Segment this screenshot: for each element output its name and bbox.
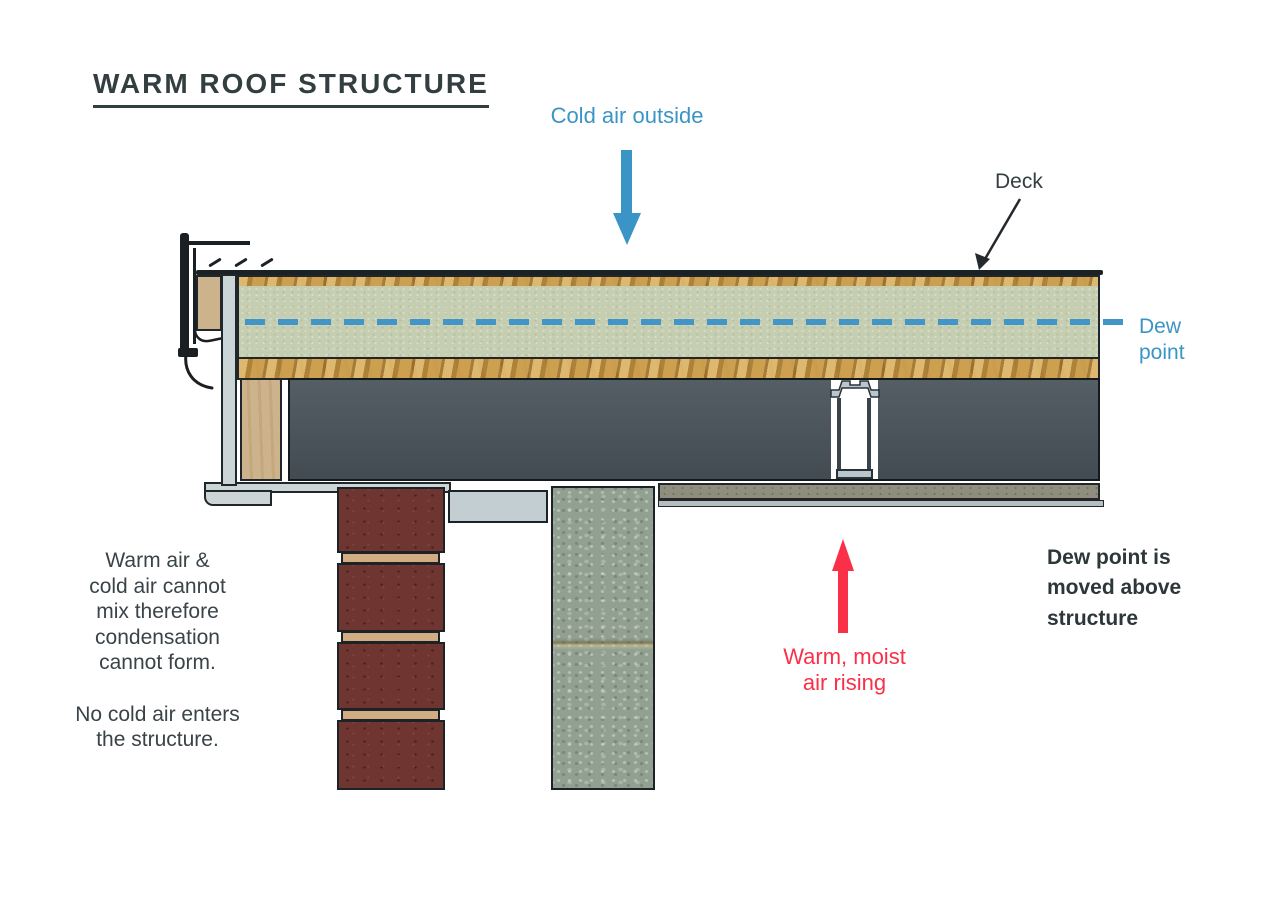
fascia-edge-trim	[221, 274, 237, 486]
soffit-edge-trim	[204, 482, 451, 493]
label-warm-moist: Warm, moist air rising	[783, 644, 906, 696]
membrane-seam-tick	[260, 257, 274, 268]
parapet-timber-block	[196, 275, 222, 331]
brick-course	[337, 563, 445, 632]
fascia-foot-curl	[184, 352, 214, 390]
concrete-column	[551, 486, 655, 790]
fascia-foot	[178, 348, 198, 357]
brick-course	[337, 642, 445, 710]
membrane-seam-tick	[234, 257, 248, 268]
drip-edge-lip	[204, 490, 272, 506]
dew-point-dashed-line	[245, 319, 1123, 325]
timber-joist-end	[240, 378, 282, 481]
label-deck: Deck	[995, 170, 1043, 193]
side-note-text: Warm air & cold air cannot mix therefore…	[75, 549, 240, 752]
roof-membrane	[196, 270, 1103, 275]
channel-rail	[867, 398, 871, 470]
ceiling-skim-strip	[658, 500, 1104, 507]
padstone-block	[448, 490, 548, 523]
joist-zone-layer	[288, 378, 1100, 481]
cold-air-arrowhead	[613, 213, 641, 245]
brick-course	[337, 720, 445, 790]
structural-deck-layer	[237, 357, 1100, 380]
concrete-joint-seam	[553, 638, 653, 650]
label-cold-air: Cold air outside	[550, 103, 704, 128]
parapet-fascia-bar	[180, 233, 189, 355]
page-title: WARM ROOF STRUCTURE	[93, 68, 489, 108]
deck-pointer-arrow-icon	[975, 198, 1022, 270]
warm-air-arrowhead	[832, 539, 854, 571]
hanger-bracket-icon	[830, 380, 880, 398]
warm-air-arrow-icon	[838, 570, 848, 633]
label-dew-point: Dew point	[1139, 315, 1185, 365]
label-dew-point-moved: Dew point is moved above structure	[1047, 546, 1182, 630]
parapet-liner-line	[193, 248, 196, 344]
ceiling-board	[658, 483, 1100, 500]
channel-base-bracket	[836, 469, 873, 479]
brick-course	[337, 487, 445, 553]
parapet-capping-line	[186, 241, 250, 245]
channel-rail	[837, 398, 841, 470]
cold-air-arrow-icon	[621, 150, 632, 215]
membrane-seam-tick	[208, 257, 222, 268]
